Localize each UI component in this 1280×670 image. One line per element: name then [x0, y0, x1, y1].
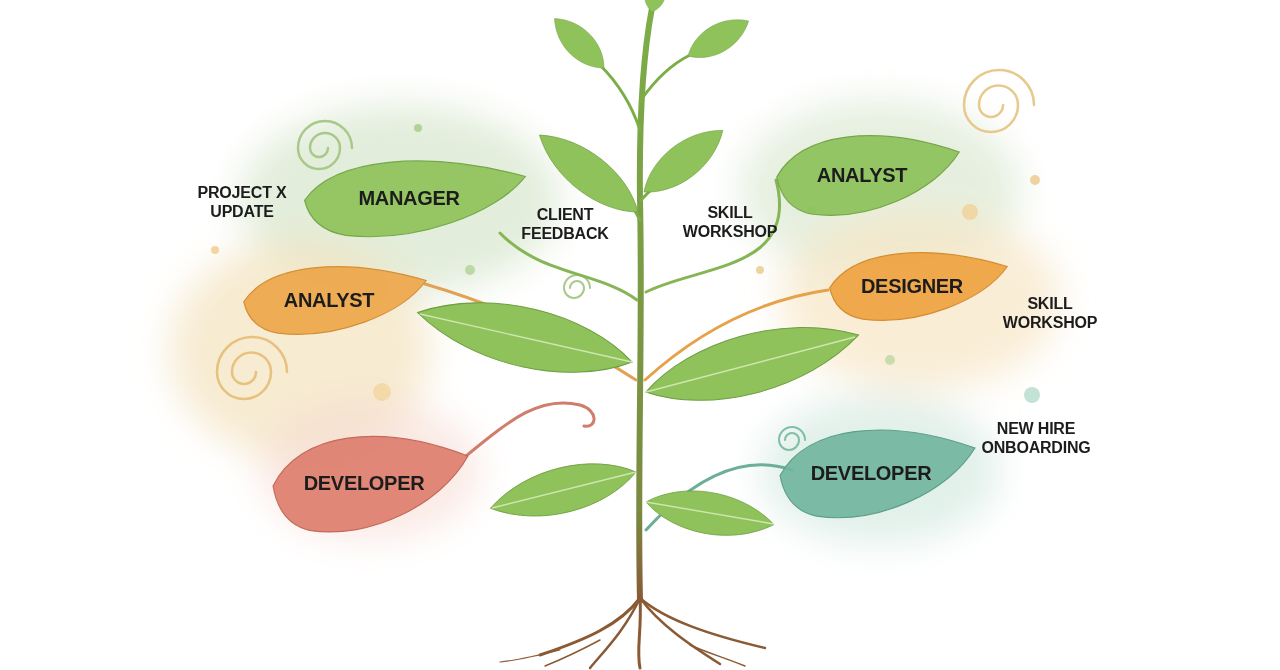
- role-name: ANALYST: [817, 164, 908, 187]
- roots: [500, 598, 765, 668]
- activity-label: SKILL WORKSHOP: [683, 203, 778, 241]
- role-leaf: ANALYST: [773, 122, 963, 222]
- activity-label: NEW HIRE ONBOARDING: [979, 419, 1094, 457]
- role-leaf: DEVELOPER: [776, 415, 979, 525]
- role-name: DESIGNER: [861, 275, 963, 298]
- activity-label: PROJECT X UPDATE: [187, 183, 297, 221]
- role-leaf: DEVELOPER: [269, 420, 472, 540]
- leaf-text-holder: MANAGER: [358, 181, 471, 210]
- role-name: DEVELOPER: [304, 472, 425, 495]
- activity-label: CLIENT FEEDBACK: [518, 205, 613, 243]
- leaf-text-holder: ANALYST: [284, 283, 387, 312]
- leaf-text-holder: DEVELOPER: [811, 456, 944, 485]
- leaf-text-holder: DEVELOPER: [304, 466, 437, 495]
- leaf-text-holder: ANALYST: [817, 158, 920, 187]
- watercolor-wash: [170, 100, 1060, 545]
- role-name: DEVELOPER: [811, 462, 932, 485]
- role-leaf: MANAGER: [300, 148, 530, 243]
- leaf-text-holder: DESIGNER: [861, 269, 975, 298]
- role-leaf: DESIGNER: [826, 241, 1011, 326]
- spiral-decoration: [217, 70, 1034, 450]
- paint-dots: [211, 124, 1040, 403]
- activity-label: SKILL WORKSHOP: [1003, 294, 1098, 332]
- role-name: MANAGER: [358, 187, 459, 210]
- role-leaf: ANALYST: [240, 255, 430, 340]
- role-name: ANALYST: [284, 289, 375, 312]
- stem: [639, 8, 652, 600]
